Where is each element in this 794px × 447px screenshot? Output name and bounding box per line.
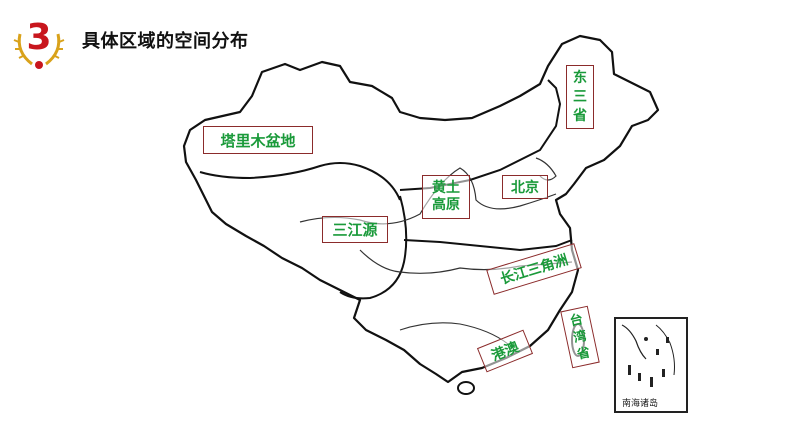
inset-islands [621,324,675,387]
north-boundary [399,79,562,191]
label-beijing: 北京 [502,175,548,199]
label-sanjiangyuan: 三江源 [322,216,388,243]
label-northeast: 东 三 省 [566,65,594,129]
section-number-badge: 3 [10,14,68,72]
label-tarim-basin: 塔里木盆地 [203,126,313,154]
label-northeast-line2: 三 [573,88,587,105]
pearl-river [399,322,509,345]
label-loess-line1: 黄土 [432,180,460,196]
hainan-island [457,381,475,395]
laurel-icon [13,33,65,69]
country-border [182,34,660,384]
south-china-sea-inset: 南海诸岛 [614,317,688,413]
qinling-boundary [403,239,573,252]
section-number: 3 [26,17,52,58]
label-loess-line2: 高原 [432,197,460,213]
label-loess-plateau: 黄土 高原 [422,175,470,219]
slide-title: 具体区域的空间分布 [82,31,249,52]
tarim-boundary [199,162,401,201]
tibet-boundary [339,195,408,300]
inset-caption: 南海诸岛 [622,399,659,409]
label-northeast-line1: 东 [573,69,587,86]
label-taiwan-line3: 省 [575,344,592,363]
label-northeast-line3: 省 [573,107,587,124]
